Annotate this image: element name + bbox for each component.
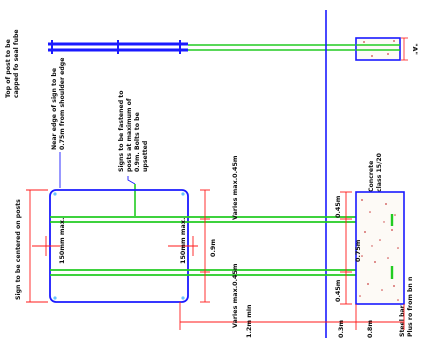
dim-0-3m: 0.3m [337,320,345,338]
dimension-lines [26,189,405,330]
dim-found-0-45-bot: 0.45m [334,279,342,302]
note-fastened-4: upsetted [142,141,149,172]
note-near-edge-2: 0.75m from shoulder edge [59,58,66,150]
top-post-cap-strip [48,40,355,54]
dim-1-2m-min: 1.2m min [245,304,253,338]
tag-a-label: "A" [411,43,419,55]
dim-varies-bottom: Varies max.0.45m [231,263,239,328]
dim-0-9m: 0.9m [209,239,217,257]
note-top-of-post-2: capped fo seal fube [13,29,20,98]
sign-panel [49,189,189,303]
note-fastened-3: 0.9m. Bolts to be [134,112,141,172]
note-near-edge-1: Near edge of sign to be [51,68,58,150]
note-top-of-post-1: Top of post to be [5,39,12,98]
dim-found-0-75: 0.75m [354,239,362,262]
dim-found-0-45-top: 0.45m [334,195,342,218]
dim-varies-top: Varies max.0.45m [231,155,239,220]
dim-150mm-right: 150mm max. [179,218,187,264]
concrete-foundation [355,191,405,305]
note-centered: Sign to be centered on posts [15,199,22,300]
leader-lines [59,152,136,188]
foundation-detail-small [355,37,408,61]
note-concrete-2: class 15/20 [376,152,383,192]
dim-150mm-left: 150mm max. [58,218,66,264]
note-steel-bar-2: Plus ro from bn n [407,277,414,337]
dim-0-8m: 0.8m [366,320,374,338]
note-concrete-1: Concrete [368,161,375,192]
sign-panel-corners [53,192,185,300]
note-fastened-1: Signs to be fastened to [118,91,125,173]
note-fastened-2: posts at maximum of [126,98,133,172]
